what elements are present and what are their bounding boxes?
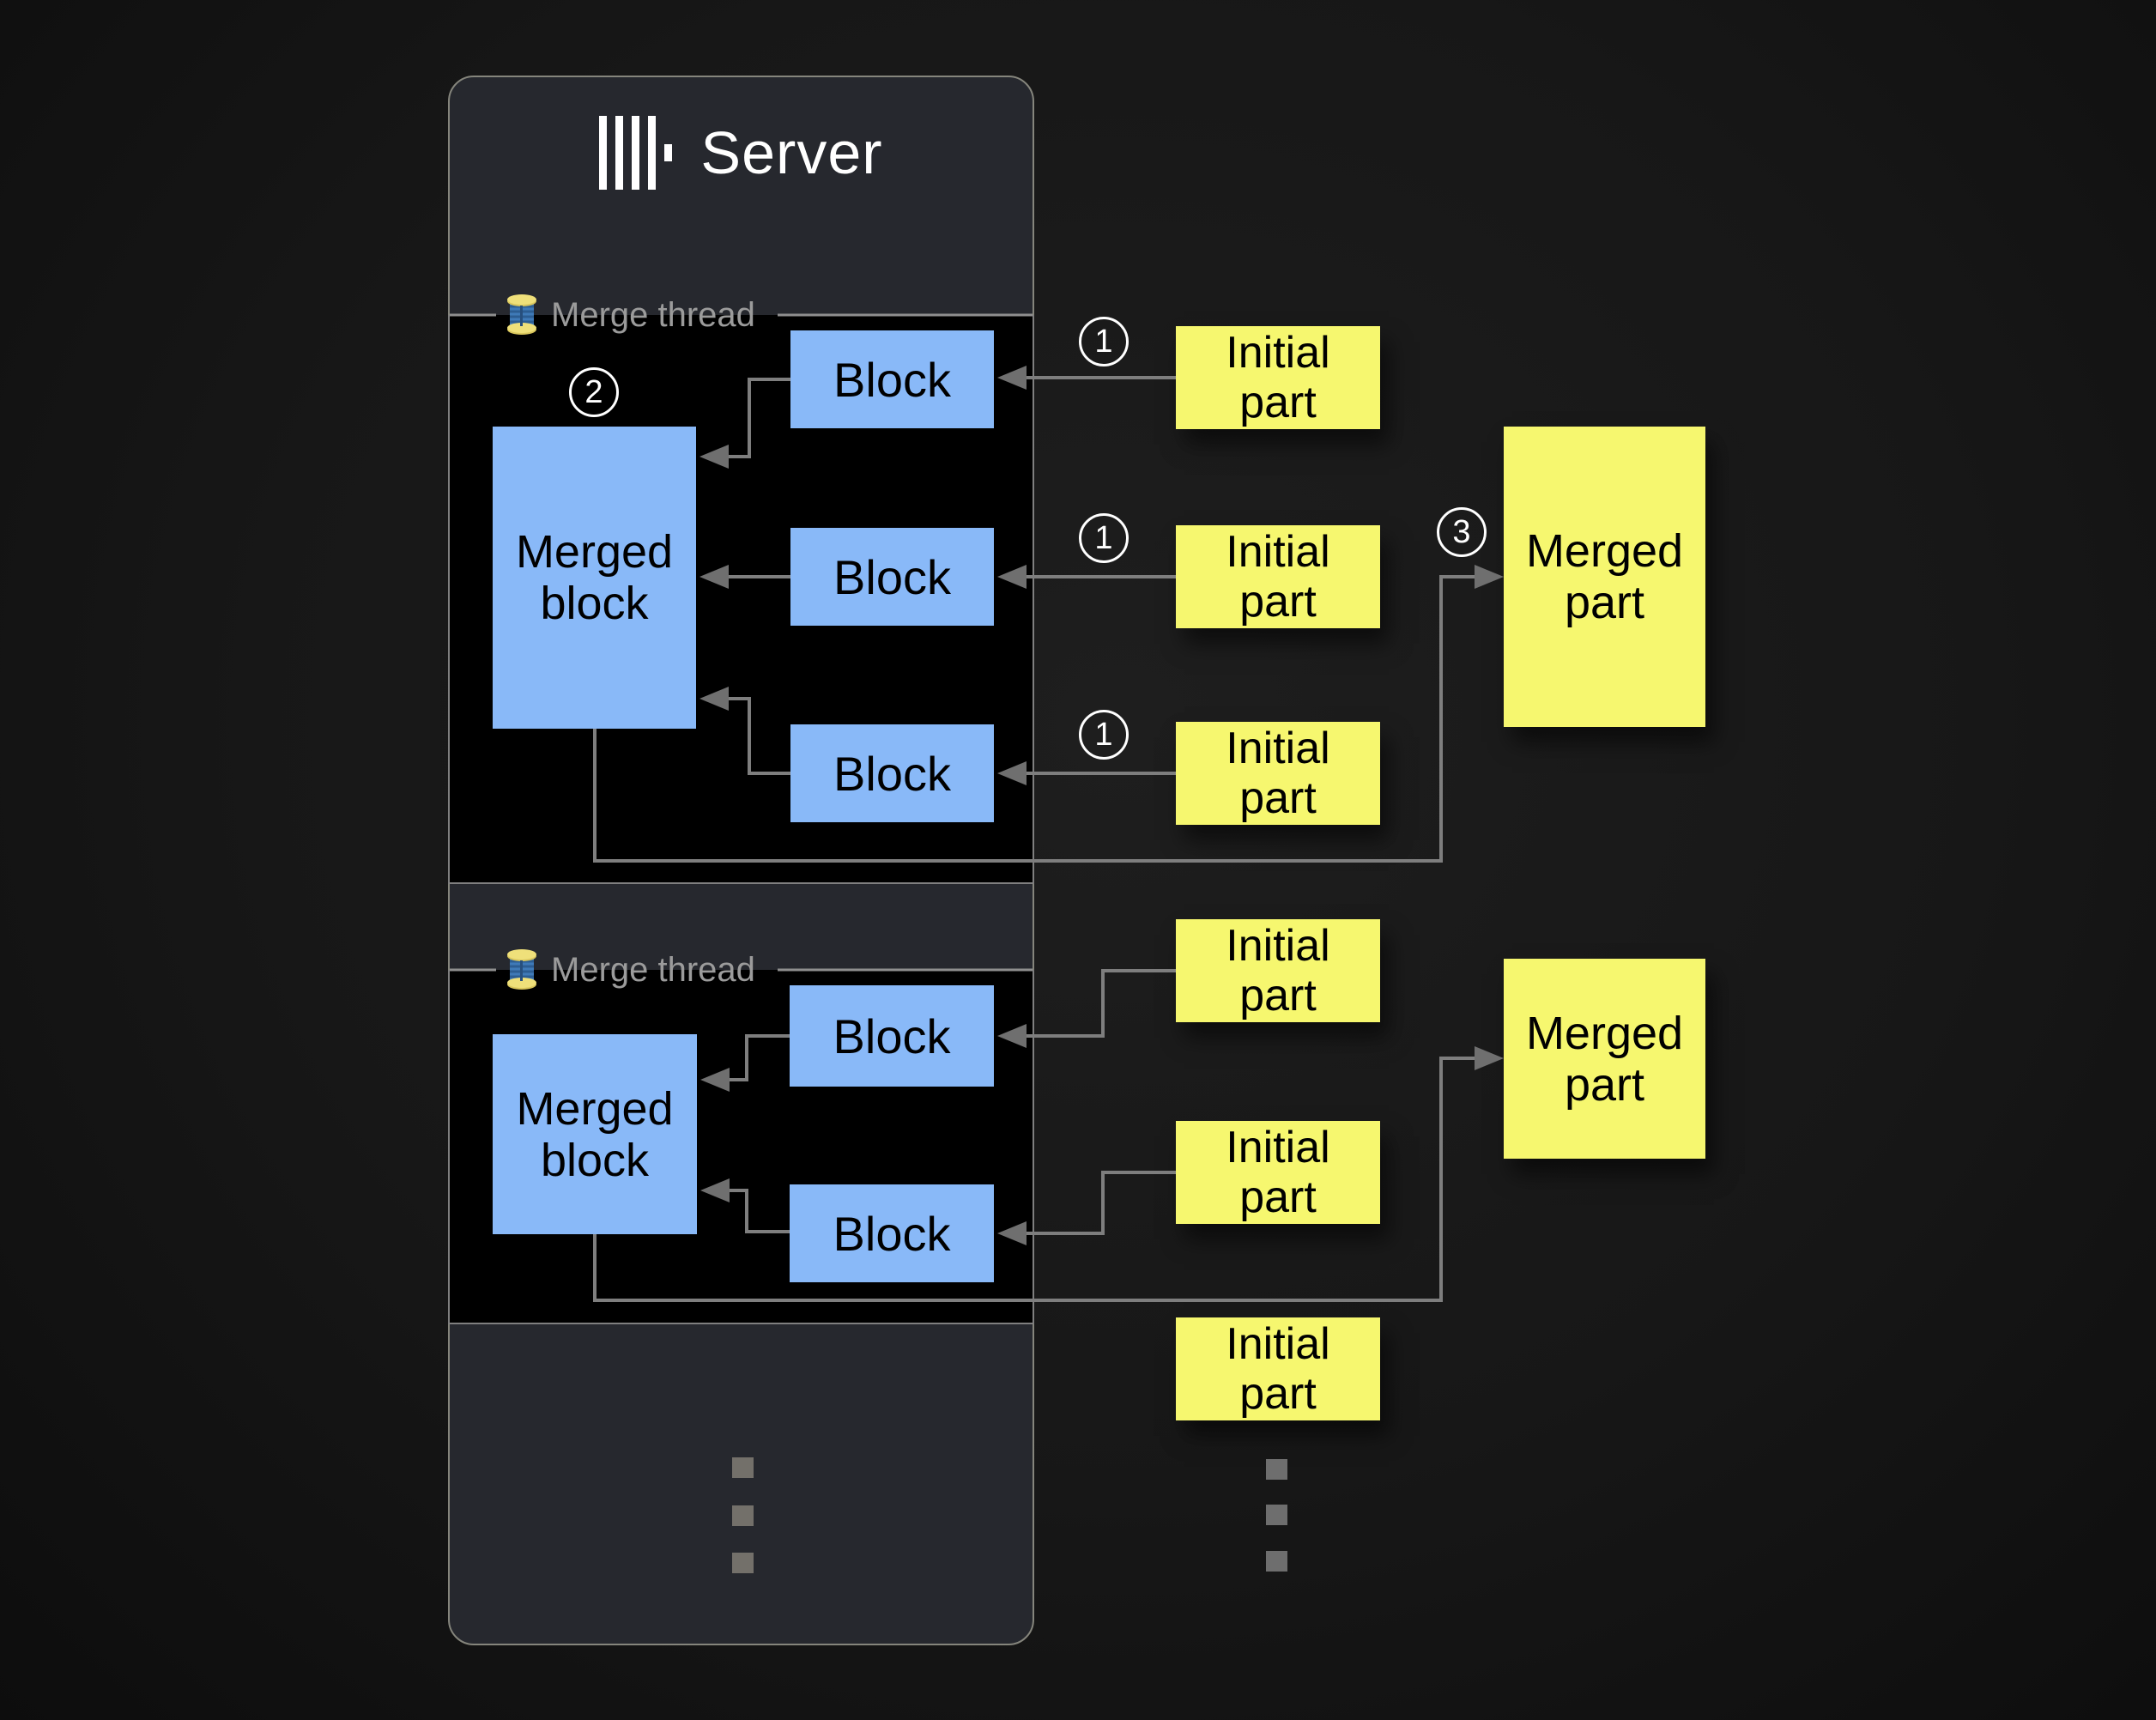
step-badge-2: 2 xyxy=(569,367,619,417)
initial-part: Initial part xyxy=(1176,722,1380,825)
ellipsis-dot xyxy=(732,1457,754,1478)
block-label: Block xyxy=(833,746,951,801)
initial-part: Initial part xyxy=(1176,326,1380,429)
block: Block xyxy=(790,724,994,822)
block: Block xyxy=(790,330,994,428)
initial-part-label: Initial part xyxy=(1226,527,1330,627)
ellipsis-dot xyxy=(732,1553,754,1573)
block: Block xyxy=(790,528,994,626)
step-badge-1: 1 xyxy=(1079,317,1129,366)
merged-block: Merged block xyxy=(493,1034,697,1234)
initial-part-label: Initial part xyxy=(1226,1123,1330,1222)
initial-part: Initial part xyxy=(1176,525,1380,628)
merged-block: Merged block xyxy=(493,427,696,729)
merged-part: Merged part xyxy=(1504,427,1705,727)
merged-block-label: Merged block xyxy=(516,1082,674,1186)
merged-part-label: Merged part xyxy=(1525,525,1684,628)
server-title: Server xyxy=(700,119,883,186)
server-header: Server xyxy=(448,108,1034,197)
initial-part-label: Initial part xyxy=(1226,724,1330,823)
initial-part-label: Initial part xyxy=(1226,1319,1330,1419)
ellipsis-dot xyxy=(1266,1459,1287,1480)
ellipsis-dot xyxy=(1266,1505,1287,1525)
merge-thread-legend-1: Merge thread xyxy=(505,292,755,338)
initial-part: Initial part xyxy=(1176,1121,1380,1224)
initial-part: Initial part xyxy=(1176,1317,1380,1420)
block-label: Block xyxy=(833,1206,951,1261)
block-label: Block xyxy=(833,549,951,604)
initial-part-label: Initial part xyxy=(1226,328,1330,427)
block-label: Block xyxy=(833,352,951,407)
initial-part: Initial part xyxy=(1176,919,1380,1022)
merge-thread-label: Merge thread xyxy=(551,950,755,989)
block: Block xyxy=(790,1184,994,1282)
merge-thread-label: Merge thread xyxy=(551,295,755,334)
merged-part: Merged part xyxy=(1504,959,1705,1159)
merged-part-label: Merged part xyxy=(1525,1007,1684,1111)
step-badge-1: 1 xyxy=(1079,513,1129,563)
thread-spool-icon xyxy=(507,949,536,990)
step-badge-3: 3 xyxy=(1437,507,1487,557)
merge-thread-legend-2: Merge thread xyxy=(505,947,755,993)
clickhouse-logo-icon xyxy=(599,116,673,190)
step-badge-1: 1 xyxy=(1079,710,1129,760)
block: Block xyxy=(790,985,994,1087)
ellipsis-dot xyxy=(1266,1551,1287,1572)
thread-spool-icon xyxy=(507,294,536,335)
block-label: Block xyxy=(833,1008,951,1063)
merged-block-label: Merged block xyxy=(515,526,674,629)
initial-part-label: Initial part xyxy=(1226,921,1330,1020)
ellipsis-dot xyxy=(732,1505,754,1526)
